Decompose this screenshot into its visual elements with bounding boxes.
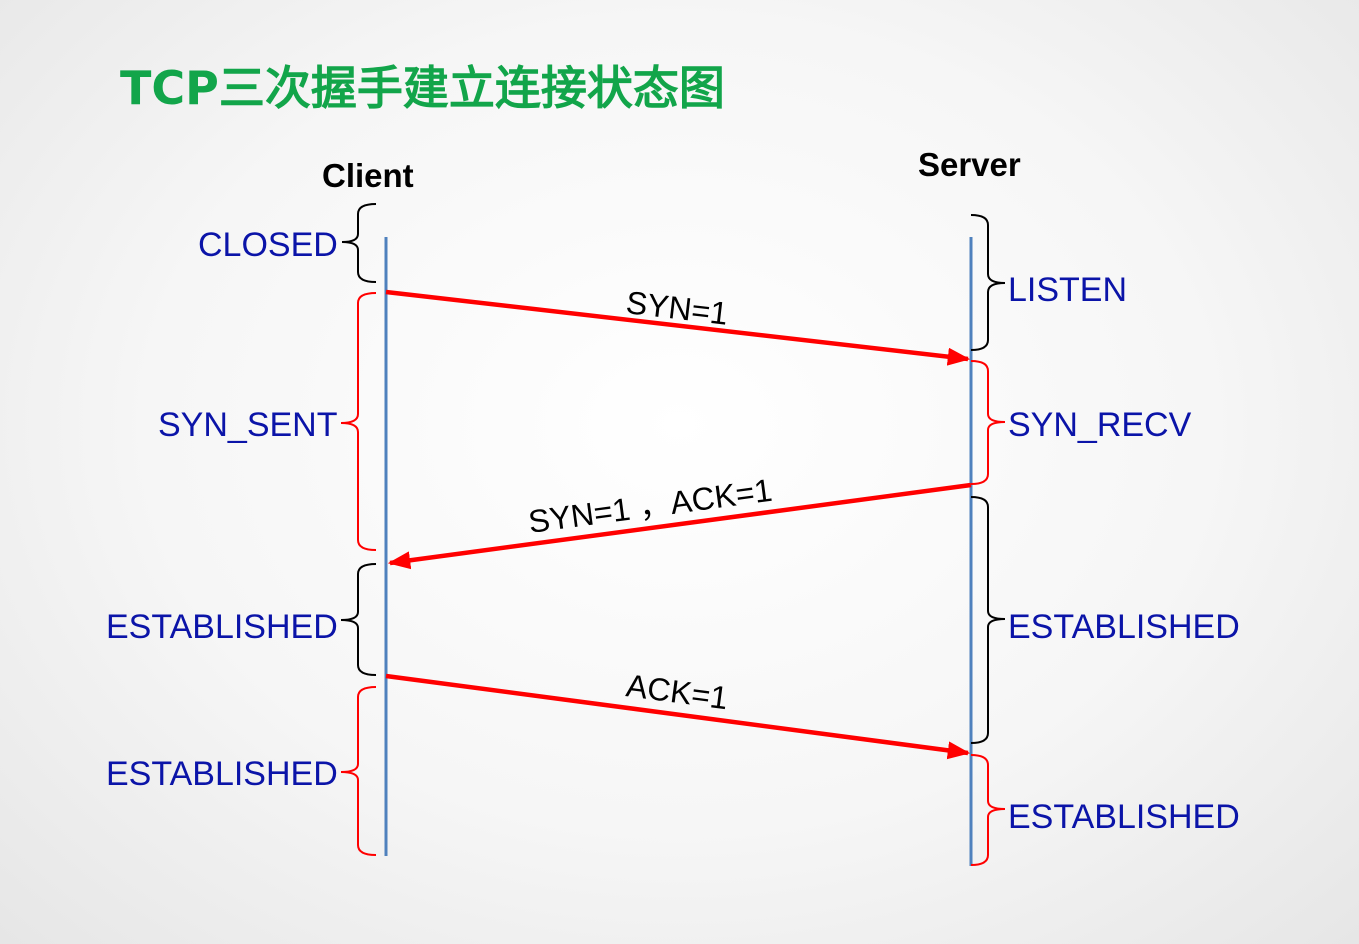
brace-server-established-2 <box>970 754 1006 866</box>
brace-server-established-1 <box>970 496 1006 744</box>
message-arrow-syn <box>385 289 971 366</box>
message-label-syn: SYN=1 <box>624 284 730 332</box>
client-state-established-1: ESTABLISHED <box>106 608 338 646</box>
brace-server-syn-recv <box>970 360 1006 485</box>
diagram-title: TCP三次握手建立连接状态图 <box>120 61 725 115</box>
server-state-listen: LISTEN <box>1008 271 1128 309</box>
message-arrow-ack <box>385 673 971 760</box>
client-actor-label: Client <box>322 157 414 194</box>
brace-client-closed <box>341 203 377 283</box>
server-state-syn-recv: SYN_RECV <box>1008 406 1192 444</box>
brace-client-established-1 <box>340 563 377 676</box>
client-state-syn-sent: SYN_SENT <box>158 406 338 444</box>
server-state-established-1: ESTABLISHED <box>1008 608 1240 646</box>
client-state-established-2: ESTABLISHED <box>106 755 338 793</box>
server-actor-label: Server <box>918 146 1021 183</box>
client-state-closed: CLOSED <box>198 226 338 264</box>
brace-client-established-2 <box>340 686 377 856</box>
brace-client-syn-sent <box>340 292 377 551</box>
server-state-established-2: ESTABLISHED <box>1008 798 1240 836</box>
brace-server-listen <box>970 214 1006 351</box>
message-arrow-syn-ack <box>387 482 972 570</box>
